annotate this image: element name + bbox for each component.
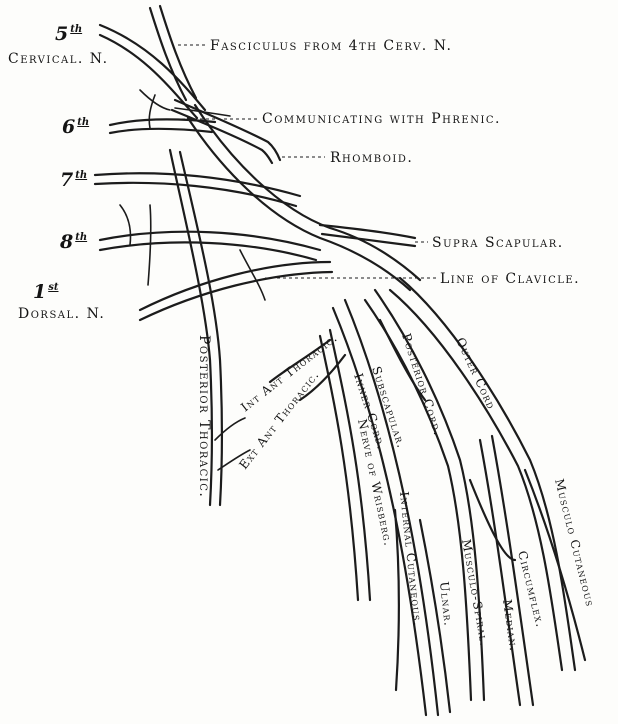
fasciculus-label: Fasciculus from 4th Cerv. N.	[210, 38, 453, 54]
supra-scapular-label: Supra Scapular.	[432, 235, 564, 251]
clavicle-label: Line of Clavicle.	[440, 271, 580, 287]
outer-cord	[400, 278, 575, 670]
posterior-cord-label: Posterior Cord.	[399, 332, 445, 438]
posterior-thoracic-label: Posterior Thoracic.	[196, 335, 212, 498]
upper-trunk	[195, 105, 420, 280]
c5-root	[100, 25, 205, 110]
musculo-cutaneous-label: Musculo Cutaneous	[552, 477, 597, 608]
d1-name: Dorsal. N.	[18, 306, 105, 322]
c5-name: Cervical. N.	[8, 51, 109, 67]
wrisberg-nerve	[330, 330, 370, 600]
internal-cutaneous-label: Internal Cutaneous.	[397, 491, 425, 627]
communicating-label: Communicating with Phrenic.	[262, 111, 501, 127]
c8-root	[100, 232, 320, 250]
rhomboid-label: Rhomboid.	[330, 150, 413, 166]
outer-cord-label: Outer Cord	[453, 335, 499, 411]
inner-cord	[345, 300, 438, 715]
branch-labels: Posterior Thoracic. Int Ant Thoracic. Ex…	[196, 330, 598, 652]
ulnar-label: Ulnar.	[437, 581, 456, 627]
musculo-spiral-label: Musculo-Spiral.	[459, 538, 492, 648]
